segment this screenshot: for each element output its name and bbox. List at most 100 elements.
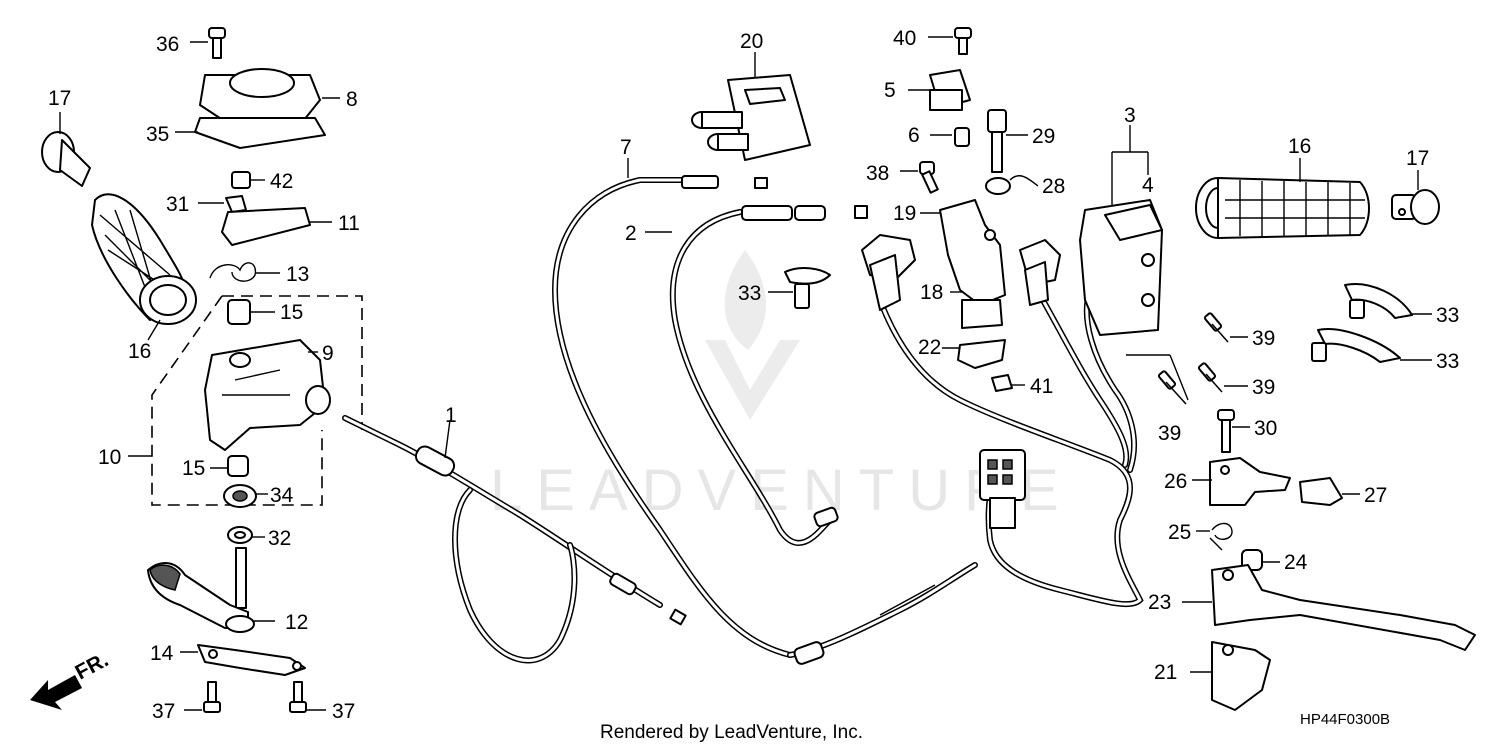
part-35-gasket: [175, 117, 326, 149]
part-23-brake-lever: [1182, 564, 1476, 651]
part-29-bolt: [987, 109, 1028, 173]
watermark-text: LEADVENTURE: [490, 458, 1073, 523]
label-9: 9: [322, 342, 334, 365]
part-1-throttle-cable: [342, 415, 687, 664]
part-11-plate: [221, 207, 332, 246]
label-4: 4: [1142, 174, 1154, 197]
label-37-left: 37: [152, 700, 175, 723]
label-30: 30: [1254, 417, 1277, 440]
part-15-collar-bottom: [210, 455, 249, 477]
part-5-switch: [908, 69, 971, 111]
assembly-10-bracket: [128, 295, 363, 506]
part-22-plate: [942, 339, 1006, 369]
part-17-grip-end-left: [41, 112, 91, 187]
part-13-spring: [209, 262, 280, 282]
label-23: 23: [1148, 591, 1171, 614]
label-10: 10: [98, 446, 121, 469]
label-8: 8: [346, 88, 358, 111]
label-2: 2: [625, 222, 637, 245]
label-7: 7: [620, 136, 632, 159]
part-34-bearing: [223, 484, 268, 508]
part-42-nut: [231, 171, 265, 189]
label-15-top: 15: [280, 301, 303, 324]
part-33-band-center: [768, 267, 831, 309]
label-16-right: 16: [1288, 135, 1311, 158]
label-5: 5: [884, 79, 896, 102]
label-35: 35: [146, 123, 169, 146]
label-28: 28: [1042, 175, 1065, 198]
part-6-nut: [930, 127, 970, 147]
label-21: 21: [1154, 661, 1177, 684]
label-31: 31: [166, 193, 189, 216]
part-30-bolt: [1217, 409, 1250, 453]
footer-credit: Rendered by LeadVenture, Inc.: [600, 722, 863, 743]
label-11: 11: [338, 212, 360, 235]
part-31-clip: [198, 195, 247, 213]
front-direction-label: FR.: [72, 648, 113, 684]
label-3: 3: [1124, 104, 1136, 127]
part-26-lever-body: [1192, 457, 1291, 506]
part-32-washer: [227, 526, 265, 544]
part-37-bolts: [184, 681, 326, 713]
label-1: 1: [445, 404, 457, 427]
wiring-harness: [861, 234, 1144, 608]
front-direction-arrow: FR.: [30, 648, 112, 710]
diagram-code: HP44F0300B: [1300, 711, 1390, 728]
label-16-left: 16: [128, 340, 151, 363]
label-25: 25: [1168, 521, 1191, 544]
label-41: 41: [1030, 375, 1053, 398]
part-2-cable: [645, 205, 868, 546]
part-33-band-right-upper: [1344, 283, 1432, 319]
label-20: 20: [740, 30, 763, 53]
part-38-screw: [900, 161, 939, 194]
label-19: 19: [893, 202, 916, 225]
part-17-grip-end-right: [1391, 170, 1440, 225]
label-13: 13: [286, 263, 309, 286]
part-39-screws: [1126, 312, 1248, 405]
part-15-collar-top: [227, 299, 275, 325]
part-40-screw: [928, 27, 972, 55]
label-6: 6: [908, 124, 920, 147]
label-33-right-lower: 33: [1436, 350, 1459, 373]
part-41-nut: [991, 374, 1025, 392]
label-39-middle: 39: [1252, 376, 1275, 399]
part-25-spring: [1196, 522, 1233, 551]
part-14-bracket: [180, 644, 306, 676]
part-3-4-switch-assembly: [1079, 125, 1163, 336]
part-7-cable: [551, 158, 793, 658]
part-8-throttle-cover: [199, 68, 340, 129]
part-16-grip-right: [1195, 158, 1370, 239]
label-15-bottom: 15: [182, 457, 205, 480]
part-20-connector: [691, 52, 811, 161]
label-26: 26: [1164, 470, 1187, 493]
label-17-right: 17: [1406, 147, 1429, 170]
label-37-right: 37: [332, 700, 355, 723]
label-33-center: 33: [738, 282, 761, 305]
label-33-right-upper: 33: [1436, 304, 1459, 327]
label-18: 18: [920, 281, 943, 304]
label-32: 32: [268, 527, 291, 550]
callout-labels: 1 2 3 4 5 6 7 8 9 10 11 12 13 14 15 15 1…: [48, 27, 1459, 723]
brake-cable: [787, 562, 978, 665]
label-36: 36: [156, 33, 179, 56]
label-14: 14: [150, 642, 174, 665]
part-19-switch-body: [920, 199, 1006, 329]
label-12: 12: [285, 611, 308, 634]
label-40: 40: [893, 27, 916, 50]
part-12-throttle-lever: [147, 547, 275, 633]
label-39-left: 39: [1158, 422, 1181, 445]
label-24: 24: [1284, 551, 1308, 574]
part-9-throttle-housing: [204, 339, 331, 451]
label-29: 29: [1032, 125, 1055, 148]
label-22: 22: [918, 336, 941, 359]
part-33-band-right-lower: [1311, 328, 1432, 363]
label-27: 27: [1364, 484, 1387, 507]
label-38: 38: [866, 162, 889, 185]
label-39-top: 39: [1252, 327, 1275, 350]
watermark: LEADVENTURE: [490, 250, 1073, 523]
part-21-bracket: [1190, 641, 1271, 711]
part-36-screw: [190, 27, 226, 59]
label-34: 34: [270, 484, 294, 507]
